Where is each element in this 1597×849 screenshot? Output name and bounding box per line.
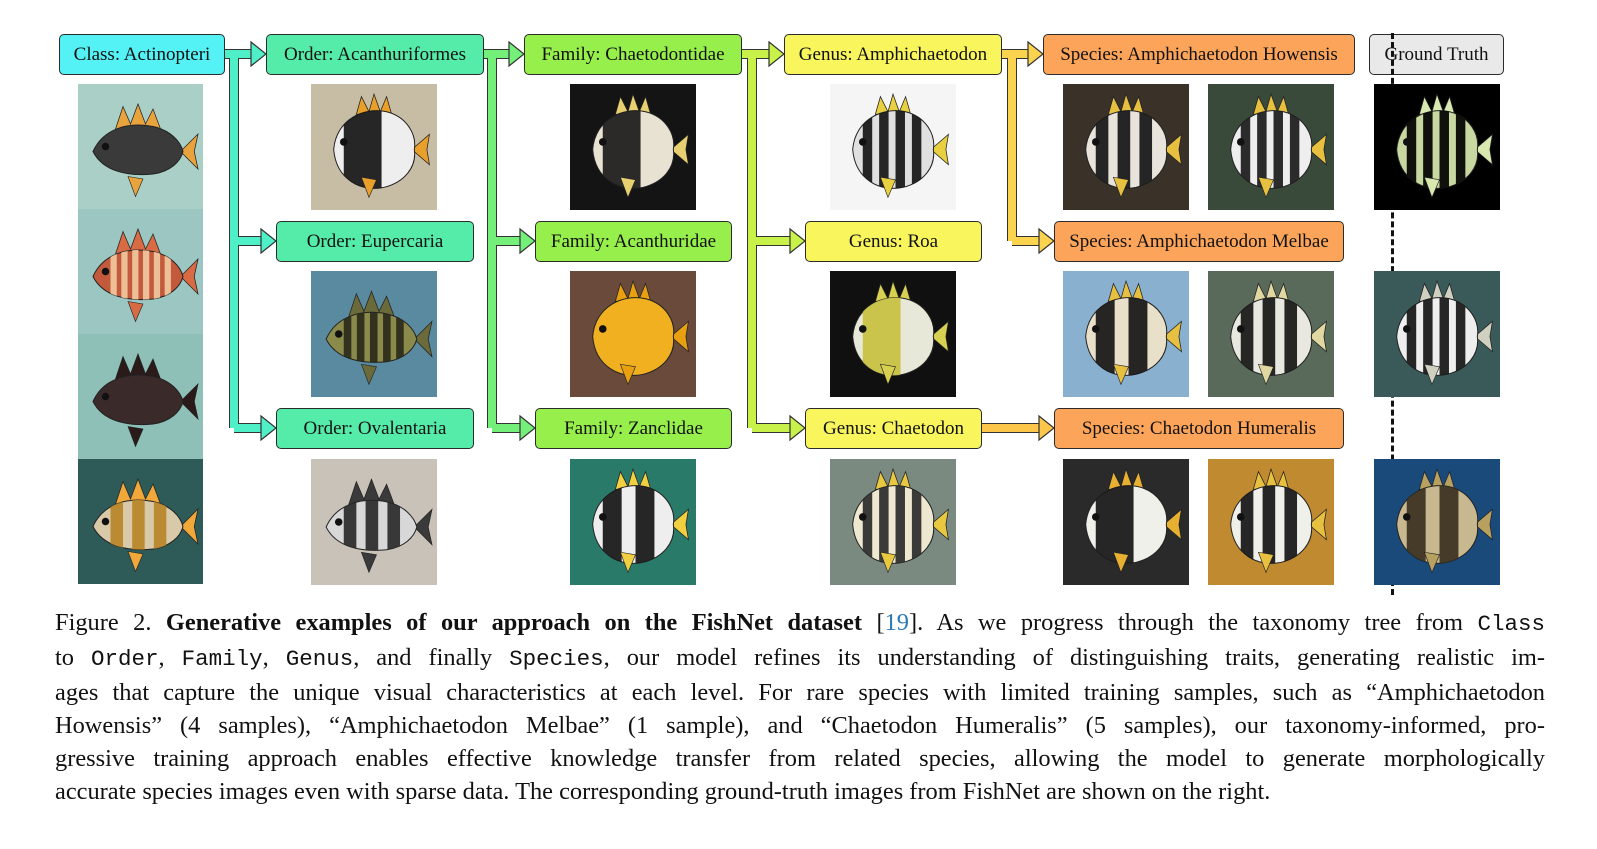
class-arrowhead-row1 — [250, 40, 267, 68]
species-howensis-image-1 — [1063, 84, 1189, 210]
node-genus-roa: Genus: Roa — [805, 221, 982, 262]
citation-link[interactable]: 19 — [884, 609, 909, 636]
hierarchy-arrows — [225, 40, 1055, 442]
ground-truth-image-melbae — [1374, 271, 1500, 397]
node-order-ovalentaria: Order: Ovalentaria — [276, 408, 474, 449]
comma: , — [158, 644, 165, 671]
node-order-acanthuriformes: Order: Acanthuriformes — [266, 34, 484, 75]
order-eupercaria-image — [311, 271, 437, 397]
node-ground-truth: Ground Truth — [1369, 34, 1504, 75]
species-howensis-image-2 — [1208, 84, 1334, 210]
order-arrowhead-row1 — [508, 40, 525, 68]
figure-label: Figure 2. — [55, 609, 152, 636]
figure-caption: Figure 2. Generative examples of our app… — [55, 606, 1545, 808]
order-arrowhead-row2 — [519, 227, 536, 255]
species-humeralis-image-2 — [1208, 459, 1334, 585]
class-fish-image-1 — [78, 84, 203, 209]
genus-arrowhead-row2 — [1038, 227, 1055, 255]
taxonomy-figure: Class: Actinopteri Order: Acanthuriforme… — [59, 33, 1504, 595]
caption-line-3: ages that capture the unique visual char… — [55, 679, 1545, 706]
class-arrowhead-row3 — [260, 414, 277, 442]
class-arrowhead-row2 — [260, 227, 277, 255]
class-fish-image-2 — [78, 209, 203, 334]
species-humeralis-image-1 — [1063, 459, 1189, 585]
family-chaetodontidae-image — [570, 84, 696, 210]
ground-truth-image-humeralis — [1374, 459, 1500, 585]
node-species-amphichaetodon-howensis: Species: Amphichaetodon Howensis — [1043, 34, 1355, 75]
genus-roa-image — [830, 271, 956, 397]
node-order-eupercaria: Order: Eupercaria — [276, 221, 474, 262]
genus-arrowhead-row3 — [1038, 414, 1055, 442]
family-arrowhead-row3 — [789, 414, 806, 442]
order-arrowhead-row3 — [519, 414, 536, 442]
family-zanclidae-image — [570, 459, 696, 585]
order-ovalentaria-image — [311, 459, 437, 585]
caption-line-2: to Order, Family, Genus, and finally Spe… — [55, 641, 1545, 676]
class-fish-image-4 — [78, 459, 203, 584]
caption-text-3: , and finally — [353, 644, 493, 671]
node-species-amphichaetodon-melbae: Species: Amphichaetodon Melbae — [1054, 221, 1344, 262]
citation-close: ]. — [909, 609, 924, 636]
species-melbae-image-2 — [1208, 271, 1334, 397]
caption-line-5: gressive training approach enables effec… — [55, 745, 1545, 772]
ground-truth-image-howensis — [1374, 84, 1500, 210]
comma: , — [262, 644, 269, 671]
caption-line-6: accurate species images even with sparse… — [55, 778, 1271, 805]
node-genus-amphichaetodon: Genus: Amphichaetodon — [784, 34, 1002, 75]
node-family-zanclidae: Family: Zanclidae — [535, 408, 732, 449]
caption-text-2: to — [55, 644, 74, 671]
species-melbae-image-1 — [1063, 271, 1189, 397]
node-family-chaetodontidae: Family: Chaetodontidae — [524, 34, 742, 75]
term-class: Class — [1477, 611, 1545, 637]
citation-open: [ — [876, 609, 885, 636]
node-class: Class: Actinopteri — [59, 34, 225, 75]
term-species: Species — [509, 646, 604, 672]
caption-line-4: Howensis” (4 samples), “Amphichaetodon M… — [55, 712, 1545, 739]
term-order: Order — [90, 646, 159, 672]
family-arrowhead-row1 — [768, 40, 785, 68]
genus-arrowhead-row1 — [1027, 40, 1044, 68]
caption-text-4: , our model refines its understanding of… — [603, 644, 1545, 671]
node-genus-chaetodon: Genus: Chaetodon — [805, 408, 982, 449]
term-family: Family — [181, 646, 263, 672]
caption-text-1: As we progress through the taxonomy tree… — [936, 609, 1463, 636]
node-family-acanthuridae: Family: Acanthuridae — [535, 221, 732, 262]
family-arrowhead-row2 — [789, 227, 806, 255]
genus-chaetodon-image — [830, 459, 956, 585]
order-acanthuriformes-image — [311, 84, 437, 210]
class-fish-image-3 — [78, 334, 203, 459]
genus-amphichaetodon-image — [830, 84, 956, 210]
family-acanthuridae-image — [570, 271, 696, 397]
node-species-chaetodon-humeralis: Species: Chaetodon Humeralis — [1054, 408, 1344, 449]
caption-bold-title: Generative examples of our approach on t… — [165, 609, 863, 636]
caption-line-1: Figure 2. Generative examples of our app… — [55, 606, 1545, 641]
term-genus: Genus — [285, 646, 354, 672]
